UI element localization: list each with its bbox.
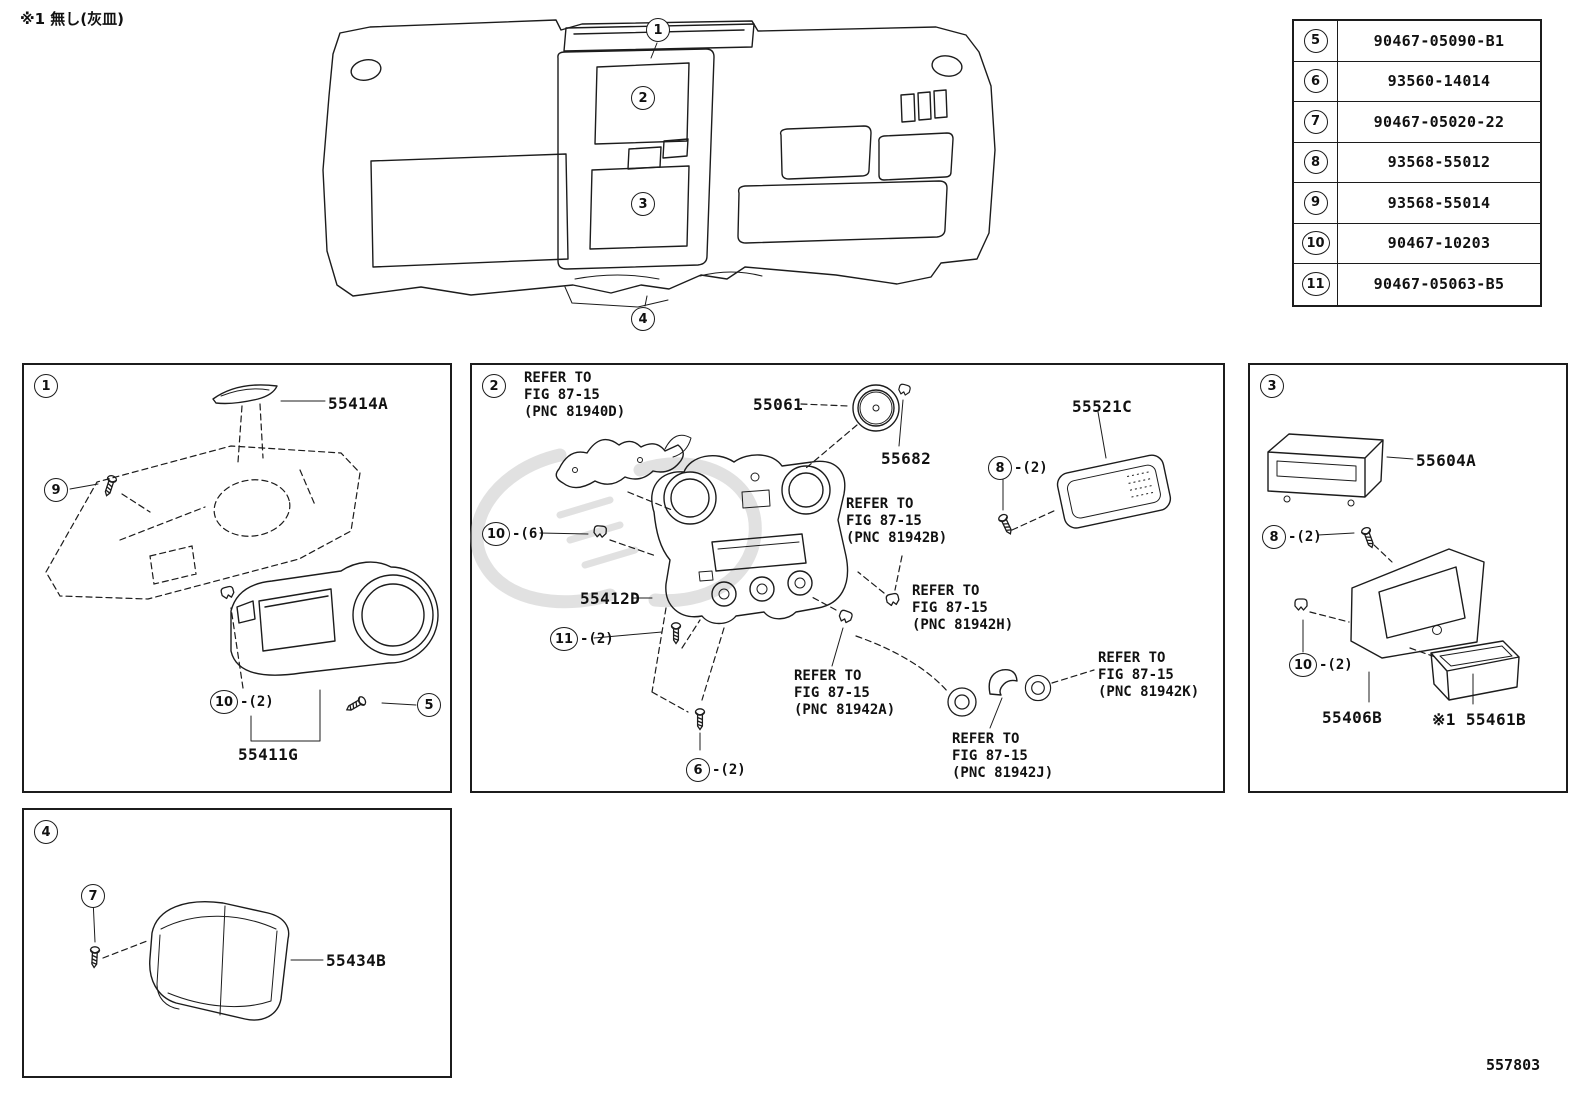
part-label-55604a: 55604A (1416, 451, 1477, 470)
table-row: 8 93568-55012 (1294, 142, 1540, 183)
callout-10-group: 10 -(2) (210, 690, 274, 714)
callout-10: 10 (482, 522, 510, 546)
section3-callout: 3 (1260, 374, 1284, 398)
part-label-55434b: 55434B (326, 951, 387, 970)
part-number: 90467-10203 (1387, 234, 1491, 253)
figure-number: 557803 (1486, 1056, 1541, 1074)
clip-icon (897, 382, 912, 397)
callout-8-qty: -(2) (1014, 460, 1048, 476)
part-number: 90467-05020-22 (1373, 112, 1505, 131)
grommet-icon (1024, 674, 1052, 702)
ref-badge: 11 (1301, 272, 1330, 297)
part-number: 93568-55014 (1387, 193, 1491, 212)
callout-2: 2 (631, 86, 655, 110)
section1-box (22, 363, 452, 793)
screw-icon (694, 708, 706, 731)
callout-10: 10 (1289, 653, 1317, 677)
callout-10-qty: -(6) (512, 526, 546, 542)
callout-8: 8 (988, 456, 1012, 480)
section1-callout: 1 (34, 374, 58, 398)
callout-11-group: 11 -(2) (550, 627, 614, 651)
refer-note-81942h: REFER TO FIG 87-15 (PNC 81942H) (912, 583, 1014, 633)
part-label-55406b: 55406B (1322, 708, 1383, 727)
part-label-55461b: ※1 55461B (1432, 710, 1527, 729)
ref-badge: 6 (1303, 69, 1328, 94)
section4-callout: 4 (34, 820, 58, 844)
ref-badge: 9 (1303, 190, 1328, 215)
grommet-icon (947, 687, 977, 717)
part-label-55412d: 55412D (580, 589, 641, 608)
part-label-55061: 55061 (753, 395, 804, 414)
callout-3: 3 (631, 192, 655, 216)
clip-icon (219, 585, 236, 601)
refer-note-81940d: REFER TO FIG 87-15 (PNC 81940D) (524, 370, 626, 420)
callout-7: 7 (81, 884, 105, 908)
table-row: 10 90467-10203 (1294, 223, 1540, 264)
clip-icon (837, 608, 854, 625)
section3-drawing (1267, 433, 1520, 705)
section1-drawing (45, 384, 439, 742)
section3-box (1248, 363, 1568, 793)
part-number: 93560-14014 (1387, 72, 1491, 91)
callout-6: 6 (686, 758, 710, 782)
part-number: 93568-55012 (1387, 153, 1491, 172)
ref-badge: 8 (1303, 150, 1328, 175)
clip-icon (885, 592, 901, 607)
part-label-55411g: 55411G (238, 745, 299, 764)
screw-icon (343, 694, 368, 715)
refer-note-81942a: REFER TO FIG 87-15 (PNC 81942A) (794, 668, 896, 718)
callout-6-group: 6 -(2) (686, 758, 746, 782)
refer-note-81942j: REFER TO FIG 87-15 (PNC 81942J) (952, 731, 1054, 781)
section2-box (470, 363, 1225, 793)
callout-4: 4 (631, 307, 655, 331)
refer-note-81942b: REFER TO FIG 87-15 (PNC 81942B) (846, 496, 948, 546)
callout-8: 8 (1262, 525, 1286, 549)
table-row: 11 90467-05063-B5 (1294, 264, 1540, 305)
callout-5: 5 (417, 693, 441, 717)
part-label-55682: 55682 (881, 449, 932, 468)
dashboard-overview-drawing (322, 19, 996, 308)
part-number: 90467-05063-B5 (1373, 275, 1505, 294)
callout-6-qty: -(2) (712, 762, 746, 778)
screw-icon (88, 945, 101, 969)
parts-table: 5 90467-05090-B1 6 93560-14014 7 90467-0… (1292, 19, 1542, 307)
section4-drawing (88, 898, 324, 1021)
part-label-55414a: 55414A (328, 394, 389, 413)
screw-icon (670, 622, 682, 645)
table-row: 7 90467-05020-22 (1294, 102, 1540, 143)
callout-10: 10 (210, 690, 238, 714)
section2-drawing (539, 382, 1172, 751)
callout-10-group: 10 -(2) (1289, 653, 1353, 677)
clip-icon (1294, 598, 1308, 611)
part-label-55521c: 55521C (1072, 397, 1133, 416)
screw-icon (101, 473, 118, 498)
ref-badge: 5 (1303, 28, 1328, 53)
ref-badge: 7 (1303, 109, 1328, 134)
part-number: 90467-05090-B1 (1373, 31, 1505, 50)
refer-note-81942k: REFER TO FIG 87-15 (PNC 81942K) (1098, 650, 1200, 700)
callout-11-qty: -(2) (580, 631, 614, 647)
table-row: 6 93560-14014 (1294, 61, 1540, 102)
callout-10-qty: -(2) (240, 694, 274, 710)
callout-1: 1 (646, 18, 670, 42)
table-row: 5 90467-05090-B1 (1294, 21, 1540, 62)
callout-8-group: 8 -(2) (1262, 525, 1322, 549)
callout-9: 9 (44, 478, 68, 502)
screw-icon (996, 512, 1016, 537)
ref-badge: 10 (1301, 231, 1330, 256)
callout-10-group: 10 -(6) (482, 522, 546, 546)
table-row: 9 93568-55014 (1294, 183, 1540, 224)
callout-8-group: 8 -(2) (988, 456, 1048, 480)
callout-11: 11 (550, 627, 578, 651)
callout-10-qty: -(2) (1319, 657, 1353, 673)
top-note: ※1 無し(灰皿) (20, 10, 124, 28)
callout-8-qty: -(2) (1288, 529, 1322, 545)
watermark-logo (470, 448, 762, 609)
section2-callout: 2 (482, 374, 506, 398)
section4-box (22, 808, 452, 1078)
